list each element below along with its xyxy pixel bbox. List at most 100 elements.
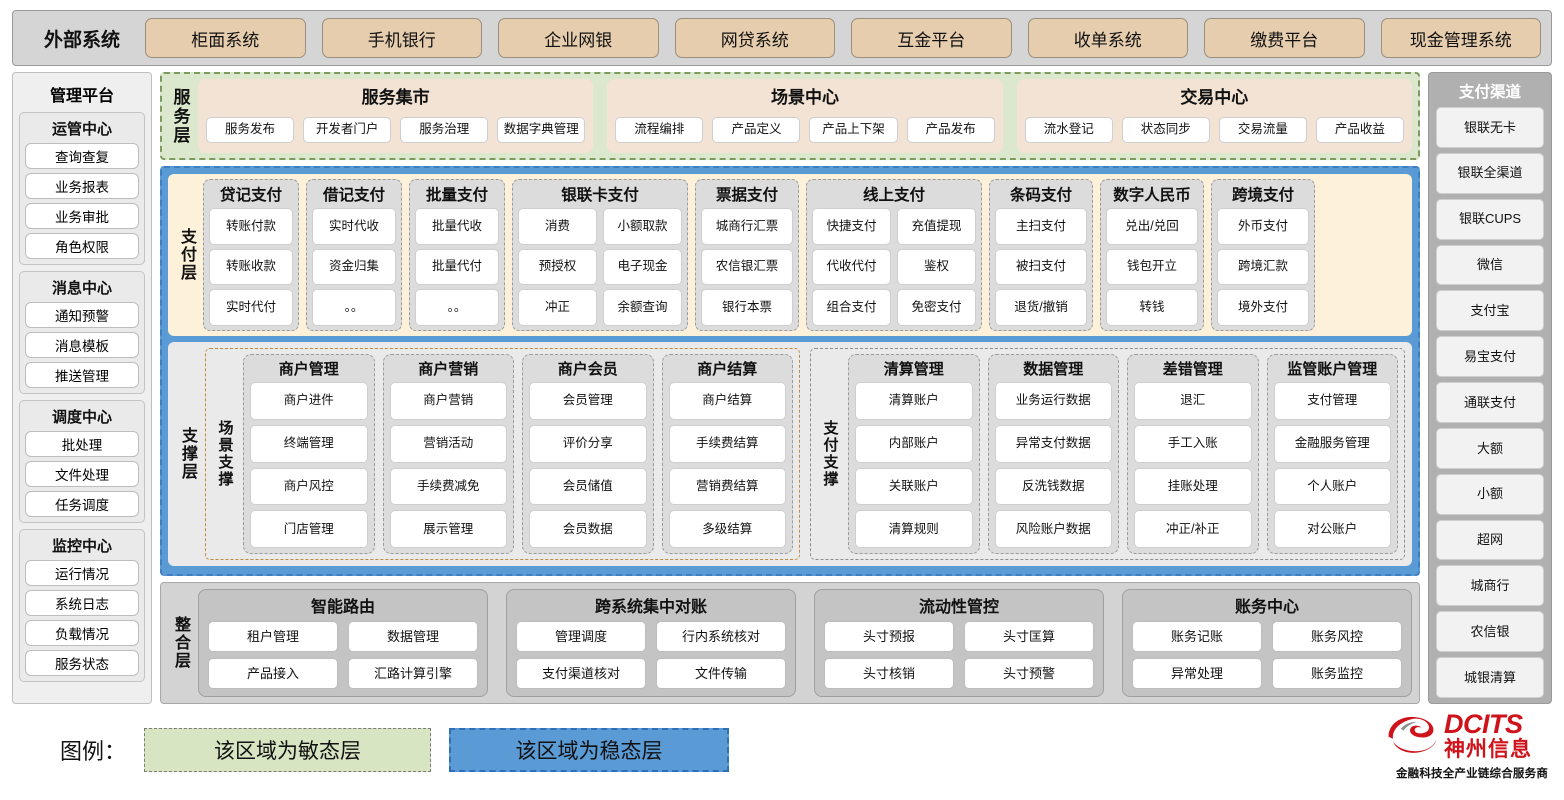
integration-item[interactable]: 头寸预报: [824, 621, 954, 652]
support-item[interactable]: 会员管理: [529, 382, 647, 420]
support-item[interactable]: 营销费结算: [668, 467, 786, 506]
integration-item[interactable]: 账务风控: [1272, 621, 1402, 652]
management-item[interactable]: 服务状态: [25, 650, 139, 676]
management-item[interactable]: 业务审批: [25, 203, 139, 229]
payment-channel-item[interactable]: 银联全渠道: [1436, 152, 1544, 194]
payment-channel-item[interactable]: 大额: [1436, 427, 1544, 469]
support-item[interactable]: 对公账户: [1273, 510, 1391, 548]
service-item[interactable]: 流程编排: [615, 116, 704, 143]
payment-channel-item[interactable]: 微信: [1436, 244, 1544, 286]
management-item[interactable]: 任务调度: [25, 491, 139, 517]
support-item[interactable]: 金融服务管理: [1273, 424, 1391, 463]
service-item[interactable]: 产品收益: [1315, 116, 1404, 143]
support-item[interactable]: 商户风控: [250, 467, 368, 506]
support-item[interactable]: 冲正/补正: [1134, 510, 1252, 548]
payment-item[interactable]: 实时代付: [209, 289, 293, 327]
payment-item[interactable]: 农信银汇票: [701, 248, 793, 286]
support-item[interactable]: 关联账户: [855, 467, 973, 506]
payment-channel-item[interactable]: 城银清算: [1436, 657, 1544, 698]
payment-item[interactable]: 兑出/兑回: [1106, 208, 1198, 245]
support-item[interactable]: 营销活动: [389, 424, 507, 463]
integration-item[interactable]: 租户管理: [208, 621, 338, 652]
payment-channel-item[interactable]: 城商行: [1436, 565, 1544, 607]
payment-channel-item[interactable]: 超网: [1436, 519, 1544, 561]
integration-item[interactable]: 头寸匡算: [964, 621, 1094, 652]
service-item[interactable]: 服务发布: [206, 116, 295, 143]
support-item[interactable]: 清算账户: [855, 382, 973, 420]
external-system-item[interactable]: 企业网银: [498, 18, 659, 58]
support-item[interactable]: 退汇: [1134, 382, 1252, 420]
support-item[interactable]: 个人账户: [1273, 467, 1391, 506]
payment-channel-item[interactable]: 小额: [1436, 473, 1544, 515]
support-item[interactable]: 反洗钱数据: [994, 467, 1112, 506]
payment-item[interactable]: 电子现金: [603, 248, 682, 286]
payment-item[interactable]: 鉴权: [897, 248, 976, 286]
support-item[interactable]: 展示管理: [389, 510, 507, 548]
payment-item[interactable]: 批量代付: [415, 248, 499, 286]
payment-item[interactable]: 银行本票: [701, 289, 793, 327]
external-system-item[interactable]: 互金平台: [851, 18, 1012, 58]
support-item[interactable]: 异常支付数据: [994, 424, 1112, 463]
service-item[interactable]: 开发者门户: [303, 116, 392, 143]
support-item[interactable]: 风险账户数据: [994, 510, 1112, 548]
payment-item[interactable]: 转账收款: [209, 248, 293, 286]
payment-item[interactable]: 资金归集: [312, 248, 396, 286]
service-item[interactable]: 交易流量: [1218, 116, 1307, 143]
support-item[interactable]: 商户进件: [250, 382, 368, 420]
support-item[interactable]: 会员数据: [529, 510, 647, 548]
payment-item[interactable]: 批量代收: [415, 208, 499, 245]
support-item[interactable]: 支付管理: [1273, 382, 1391, 420]
payment-item[interactable]: 快捷支付: [812, 208, 891, 245]
payment-item[interactable]: 小额取款: [603, 208, 682, 245]
payment-channel-item[interactable]: 支付宝: [1436, 290, 1544, 332]
support-item[interactable]: 清算规则: [855, 510, 973, 548]
management-item[interactable]: 消息模板: [25, 332, 139, 358]
service-item[interactable]: 数据字典管理: [497, 116, 586, 143]
integration-item[interactable]: 行内系统核对: [656, 621, 786, 652]
integration-item[interactable]: 头寸预警: [964, 658, 1094, 689]
management-item[interactable]: 推送管理: [25, 362, 139, 388]
support-item[interactable]: 会员储值: [529, 467, 647, 506]
integration-item[interactable]: 产品接入: [208, 658, 338, 689]
management-item[interactable]: 系统日志: [25, 590, 139, 616]
support-item[interactable]: 手续费减免: [389, 467, 507, 506]
management-item[interactable]: 负载情况: [25, 620, 139, 646]
external-system-item[interactable]: 收单系统: [1027, 18, 1188, 58]
integration-item[interactable]: 汇路计算引擎: [348, 658, 478, 689]
support-item[interactable]: 内部账户: [855, 424, 973, 463]
integration-item[interactable]: 管理调度: [516, 621, 646, 652]
service-item[interactable]: 状态同步: [1121, 116, 1210, 143]
management-item[interactable]: 批处理: [25, 431, 139, 457]
payment-item[interactable]: 转账付款: [209, 208, 293, 245]
integration-item[interactable]: 头寸核销: [824, 658, 954, 689]
integration-item[interactable]: 数据管理: [348, 621, 478, 652]
payment-channel-item[interactable]: 通联支付: [1436, 382, 1544, 423]
management-item[interactable]: 业务报表: [25, 173, 139, 199]
payment-item[interactable]: 免密支付: [897, 289, 976, 327]
support-item[interactable]: 业务运行数据: [994, 382, 1112, 420]
management-item[interactable]: 查询查复: [25, 143, 139, 169]
payment-item[interactable]: 。。: [312, 289, 396, 327]
support-item[interactable]: 手续费结算: [668, 424, 786, 463]
support-item[interactable]: 商户营销: [389, 382, 507, 420]
payment-item[interactable]: 组合支付: [812, 289, 891, 327]
service-item[interactable]: 产品定义: [712, 116, 801, 143]
payment-item[interactable]: 外币支付: [1217, 208, 1309, 245]
payment-item[interactable]: 城商行汇票: [701, 208, 793, 245]
payment-item[interactable]: 充值提现: [897, 208, 976, 245]
service-item[interactable]: 流水登记: [1024, 116, 1113, 143]
support-item[interactable]: 多级结算: [668, 510, 786, 548]
integration-item[interactable]: 账务监控: [1272, 658, 1402, 689]
integration-item[interactable]: 异常处理: [1132, 658, 1262, 689]
payment-channel-item[interactable]: 易宝支付: [1436, 336, 1544, 378]
support-item[interactable]: 商户结算: [668, 382, 786, 420]
integration-item[interactable]: 文件传输: [656, 658, 786, 689]
payment-item[interactable]: 实时代收: [312, 208, 396, 245]
support-item[interactable]: 挂账处理: [1134, 467, 1252, 506]
payment-item[interactable]: 退货/撤销: [995, 289, 1087, 327]
external-system-item[interactable]: 缴费平台: [1204, 18, 1365, 58]
external-system-item[interactable]: 柜面系统: [145, 18, 306, 58]
payment-item[interactable]: 钱包开立: [1106, 248, 1198, 286]
external-system-item[interactable]: 手机银行: [321, 18, 482, 58]
external-system-item[interactable]: 网贷系统: [674, 18, 835, 58]
